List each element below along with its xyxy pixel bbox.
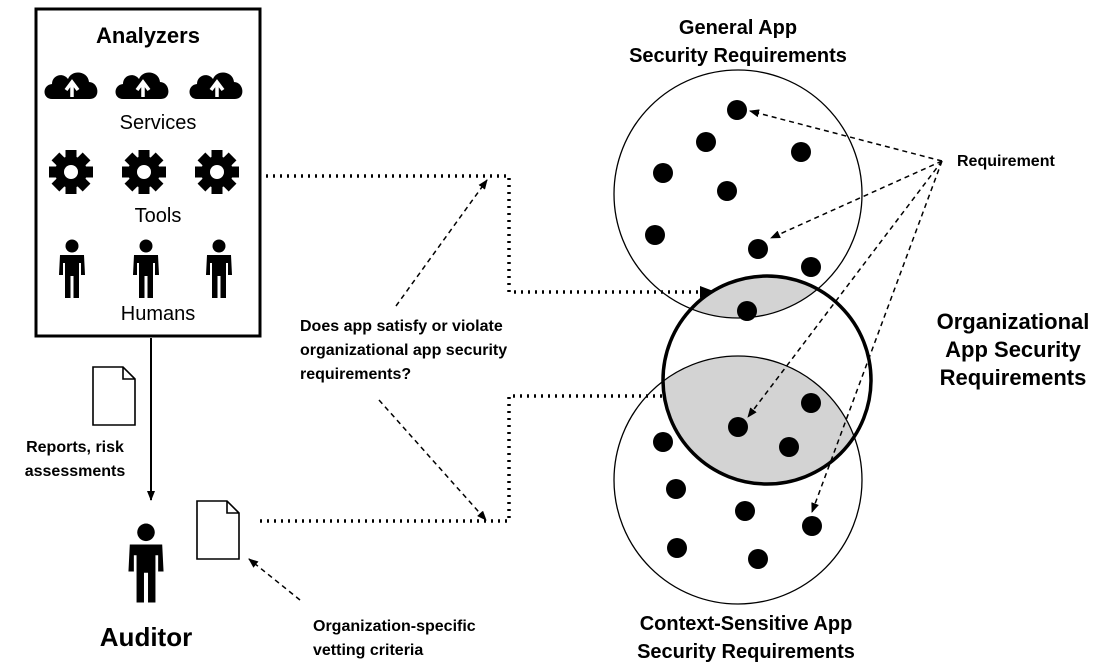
context-title-line-1: Context-Sensitive App [640, 613, 853, 635]
requirement-dot [748, 549, 768, 569]
requirement-dot [727, 100, 747, 120]
reports-label-line-2: assessments [25, 463, 126, 480]
analyzers-box: Analyzers Services Tools Humans [34, 7, 262, 338]
requirement-label: Requirement [957, 153, 1055, 170]
organizational-title-line-1: Organizational [937, 309, 1090, 334]
organizational-requirements-circle [661, 274, 873, 486]
question-line-2: organizational app security [300, 342, 507, 359]
requirement-dot [653, 432, 673, 452]
question-line-3: requirements? [300, 366, 411, 383]
requirement-dot [791, 142, 811, 162]
requirement-dot [802, 516, 822, 536]
general-title-line-2: Security Requirements [629, 45, 847, 67]
tools-label: Tools [135, 205, 182, 227]
requirement-dots [645, 100, 822, 569]
requirement-dot [667, 538, 687, 558]
gear-icon [122, 150, 166, 194]
organizational-title-line-3: Requirements [940, 365, 1087, 390]
requirement-dot [779, 437, 799, 457]
dotted-connectors [260, 174, 700, 523]
requirement-dot [696, 132, 716, 152]
requirement-dot [748, 239, 768, 259]
question-arrows [248, 179, 488, 601]
gear-icon [195, 150, 239, 194]
reports-label-line-1: Reports, risk [26, 439, 124, 456]
requirement-dot [653, 163, 673, 183]
criteria-line-1: Organization-specific [313, 618, 476, 635]
requirement-pointer-arrows [747, 109, 943, 513]
report-document-icon [92, 366, 136, 426]
requirement-dot [801, 257, 821, 277]
requirement-dot [717, 181, 737, 201]
requirement-dot [666, 479, 686, 499]
question-line-1: Does app satisfy or violate [300, 318, 503, 335]
gear-icon [49, 150, 93, 194]
requirement-dot [801, 393, 821, 413]
humans-label: Humans [121, 303, 195, 325]
general-requirements-circle [613, 69, 863, 319]
requirement-dot [728, 417, 748, 437]
dotted-arrowhead-top [700, 286, 716, 298]
venn-diagram: General App Security Requirements Organi… [613, 17, 1090, 663]
requirement-dot [737, 301, 757, 321]
analyzers-title: Analyzers [96, 23, 200, 48]
auditor-icon [128, 523, 164, 603]
criteria-line-2: vetting criteria [313, 642, 423, 659]
general-title-line-1: General App [679, 17, 797, 39]
auditor-label: Auditor [100, 622, 192, 652]
services-label: Services [120, 112, 197, 134]
requirement-dot [645, 225, 665, 245]
criteria-document-icon [196, 500, 240, 560]
organizational-title-line-2: App Security [945, 337, 1081, 362]
context-requirements-circle [613, 355, 863, 605]
context-title-line-2: Security Requirements [637, 641, 855, 663]
requirement-dot [735, 501, 755, 521]
